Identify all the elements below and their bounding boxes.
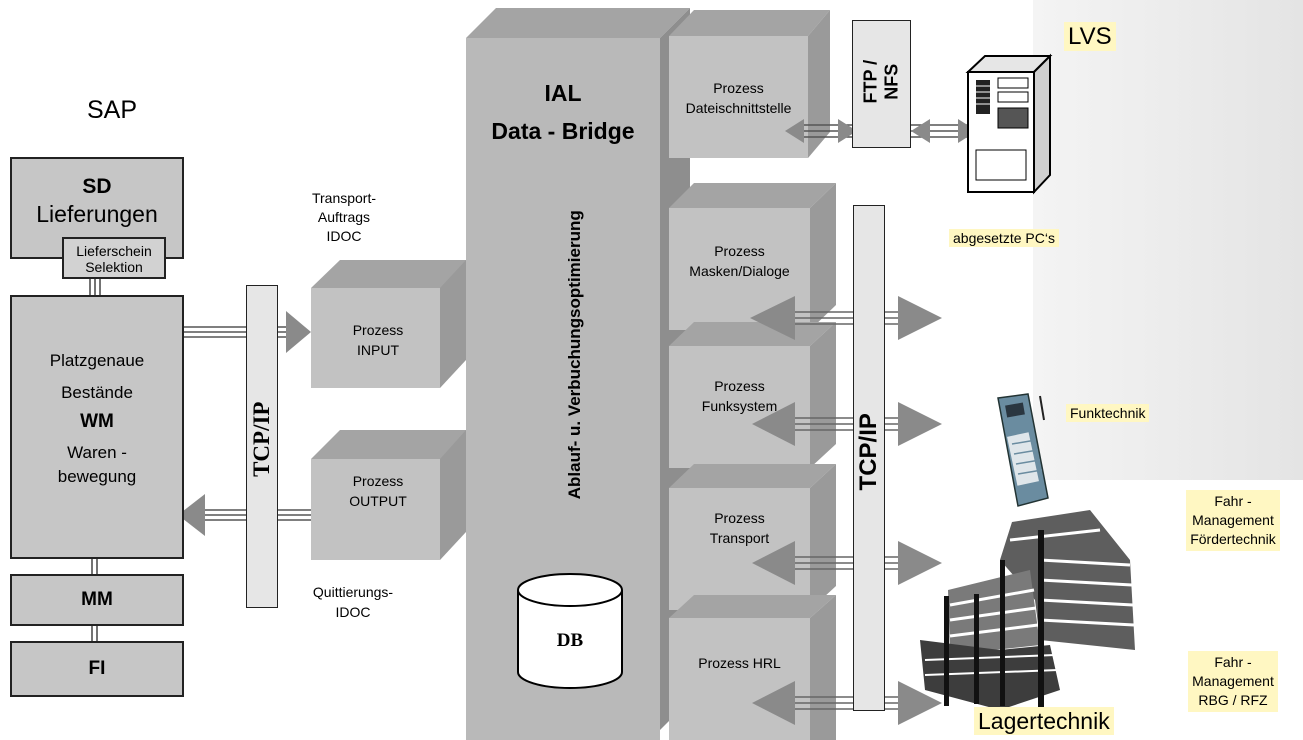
mm-label: MM [81,589,113,610]
fahr2-line3: RBG / RFZ [1198,691,1268,708]
db-cylinder-icon [517,573,623,689]
fahr1-line3: Fördertechnik [1190,530,1276,547]
pcs-text: abgesetzte PC‘s [949,229,1059,247]
output-block [311,430,466,560]
process-hrl-label: Prozess HRL [698,655,781,671]
process-funk-label: Prozess Funksystem [669,378,810,414]
bridge-title-1: IAL [544,80,582,106]
process-block-transport [669,464,836,610]
transport-line1: Prozess [714,510,765,526]
datei-line1: Prozess [713,80,764,96]
lagertechnik-label: Lagertechnik [974,707,1114,735]
funk-line2: Funksystem [701,398,778,415]
tcpip-right-bar: TCP/IP [853,205,885,711]
output-line2: OUTPUT [349,493,407,510]
output-arrow [178,494,311,536]
tcpip-left-bar: TCP/IP [246,285,278,608]
lvs-text: LVS [1064,22,1116,51]
wm-box: Platzgenaue Bestände WM Waren - bewegung [10,295,184,559]
fahr2-line2: Management [1192,672,1274,689]
process-datei-label: Prozess Dateischnittstelle [669,80,808,116]
transport-line2: Transport [709,530,770,547]
bridge-vertical-label: Ablauf- u. Verbuchungsoptimierung [565,210,585,500]
process-block-datei [669,10,830,158]
input-box-label: Prozess INPUT [315,322,441,358]
fahr-management-foerder: Fahr - Management Fördertechnik [1170,490,1296,551]
masken-line1: Prozess [714,243,765,259]
datei-line2: Dateischnittstelle [685,100,792,117]
fi-box: FI [10,641,184,697]
lieferschein-label: Lieferschein [76,243,152,259]
process-transport-label: Prozess Transport [669,510,810,546]
quitt-idoc-line1: Quittierungs- [312,584,394,600]
wm-line2: Bestände [61,383,133,402]
wm-line3: Waren - [67,443,127,462]
input-block [311,260,466,388]
wm-title: WM [80,411,114,432]
quitt-idoc-label: Quittierungs- IDOC [298,584,408,620]
lieferschein-box: Lieferschein Selektion [62,237,166,279]
fahr1-line2: Management [1192,511,1274,528]
funktechnik-label: Funktechnik [1066,404,1150,422]
lvs-label: LVS [1064,22,1116,51]
transport-idoc-line1: Transport- [311,190,377,206]
right-arrows [750,296,942,725]
transport-idoc-line3: IDOC [326,228,362,245]
selektion-label: Selektion [85,259,143,275]
handheld-scanner-icon [997,393,1049,507]
funk-line1: Prozess [714,378,765,394]
mm-box: MM [10,574,184,626]
fahr2-line1: Fahr - [1214,654,1252,670]
masken-line2: Masken/Dialoge [689,263,790,280]
input-line1: Prozess [352,322,404,338]
bridge-title-2: Data - Bridge [491,118,635,144]
input-line2: INPUT [357,342,399,359]
ftp-nfs-label: FTP / NFS [860,20,901,144]
pcs-label: abgesetzte PC‘s [949,229,1059,247]
ftp-line2: NFS [881,63,901,100]
tcpip-right-label: TCP/IP [855,413,883,491]
sap-title: SAP [86,96,138,124]
funktechnik-text: Funktechnik [1066,404,1150,422]
tcpip-left-label: TCP/IP [248,401,274,477]
fahr-management-rbg: Fahr - Management RBG / RFZ [1170,651,1296,712]
sd-subtitle: Lieferungen [36,201,158,227]
sd-box: SD Lieferungen [10,157,184,259]
quitt-idoc-line2: IDOC [335,604,371,621]
output-box-label: Prozess OUTPUT [315,473,441,509]
db-label: DB [556,630,584,651]
process-masken-label: Prozess Masken/Dialoge [669,243,810,279]
wm-line1: Platzgenaue [49,351,145,370]
fahr1-line1: Fahr - [1214,493,1252,509]
warehouse-building-icon [920,510,1135,710]
output-line1: Prozess [352,473,404,489]
sd-title: SD [82,175,112,198]
server-tower-icon [965,53,1053,195]
ftp-line1: FTP / [860,59,881,104]
wm-line4: bewegung [57,467,137,486]
transport-idoc-line2: Auftrags [317,209,371,226]
transport-idoc-label: Transport- Auftrags IDOC [294,190,394,244]
lagertechnik-text: Lagertechnik [974,707,1114,735]
background-panel [1033,0,1303,480]
sap-connectors [89,277,101,643]
fi-label: FI [88,658,106,679]
ftp-nfs-box: FTP / NFS [852,20,911,148]
